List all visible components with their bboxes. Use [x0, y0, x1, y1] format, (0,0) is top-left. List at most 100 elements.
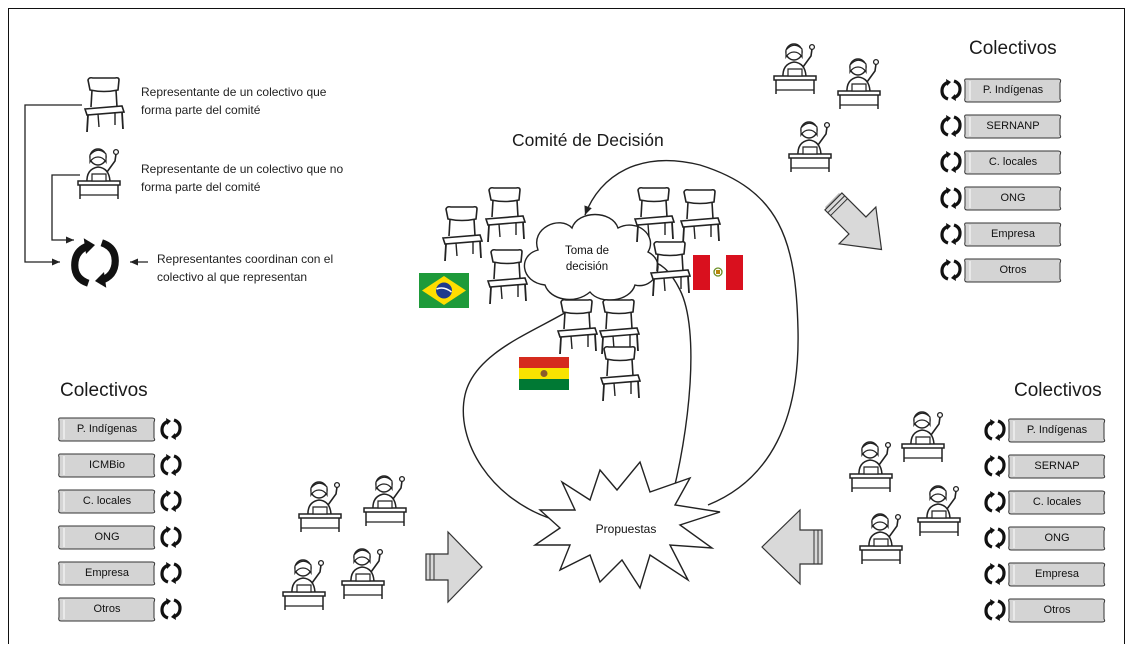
collective-tag: C. locales [964, 149, 1062, 175]
rotate-arrows-icon [160, 525, 182, 549]
peru-flag-icon [693, 255, 743, 290]
committee-chair-icon [483, 186, 527, 249]
flow-left-loop [462, 304, 579, 521]
person-raising-hand-icon [848, 438, 904, 499]
collective-tag-label: P. Indígenas [1026, 424, 1088, 436]
person-raising-hand-icon [362, 472, 418, 533]
decision-cloud [523, 213, 659, 301]
brazil-flag-icon [419, 273, 469, 308]
bottom-right-group-title: Colectivos [1014, 380, 1102, 401]
collective-tag: ONG [58, 524, 156, 550]
collective-tag-label: P. Indígenas [76, 423, 138, 435]
committee-chair-icon [485, 248, 529, 311]
rotate-arrows-icon [984, 418, 1006, 442]
collective-tag: P. Indígenas [964, 77, 1062, 103]
collective-tag: P. Indígenas [58, 416, 156, 442]
rotate-arrows-icon [940, 114, 962, 138]
legend-chair-connector [24, 104, 82, 266]
rotate-arrows-icon [984, 490, 1006, 514]
person-raising-hand-icon [900, 408, 956, 469]
collective-tag: Empresa [58, 560, 156, 586]
rotate-arrows-icon [940, 78, 962, 102]
rotate-arrows-icon [160, 453, 182, 477]
rotate-arrows-icon [160, 489, 182, 513]
top-right-group-title: Colectivos [969, 38, 1057, 59]
collective-tag: Empresa [964, 221, 1062, 247]
collective-tag-label: C. locales [988, 156, 1038, 168]
bolivia-flag-icon [519, 357, 569, 390]
collective-tag-label: ONG [1044, 532, 1070, 544]
legend-rotate-text: Representantes coordinan con el colectiv… [157, 252, 334, 284]
collective-tag-label: ONG [1000, 192, 1026, 204]
collective-tag: C. locales [58, 488, 156, 514]
collective-tag-label: Empresa [1034, 568, 1080, 580]
proposals-burst [532, 460, 721, 590]
legend-chair-text: Representante de un colectivo que forma … [141, 85, 327, 117]
collective-tag: Otros [964, 257, 1062, 283]
collective-tag: Empresa [1008, 561, 1106, 587]
collective-tag-label: ICMBio [88, 459, 126, 471]
person-raising-hand-icon [916, 482, 972, 543]
decision-cloud-label: Toma de decisión [564, 245, 610, 273]
committee-chair-icon [598, 345, 642, 408]
left-group-title: Colectivos [60, 380, 148, 401]
rotate-arrows-icon [160, 597, 182, 621]
rotate-arrows-icon [940, 258, 962, 282]
collective-tag: Otros [58, 596, 156, 622]
committee-chair-icon [678, 188, 722, 251]
collective-tag: P. Indígenas [1008, 417, 1106, 443]
collective-tag-label: Empresa [990, 228, 1036, 240]
arrow-down [824, 192, 883, 251]
diagram-frame [8, 8, 1125, 644]
rotate-arrows-icon [160, 561, 182, 585]
collective-tag-label: Empresa [84, 567, 130, 579]
collective-tag-label: SERNANP [986, 120, 1040, 132]
committee-chair-icon [440, 205, 484, 268]
collective-tag: C. locales [1008, 489, 1106, 515]
rotate-arrows-icon [984, 454, 1006, 478]
collective-tag-label: C. locales [1032, 496, 1082, 508]
person-raising-hand-icon [297, 478, 353, 539]
collective-tag-label: ONG [94, 531, 120, 543]
person-raising-hand-icon [340, 545, 396, 606]
collective-tag: SERNANP [964, 113, 1062, 139]
legend-chair-icon [82, 76, 126, 139]
committee-chair-icon [597, 298, 641, 361]
rotate-arrows-icon [984, 526, 1006, 550]
rotate-arrows-icon [984, 598, 1006, 622]
rotate-arrows-icon [940, 222, 962, 246]
collective-tag: SERNAP [1008, 453, 1106, 479]
collective-tag-label: P. Indígenas [982, 84, 1044, 96]
committee-chair-icon [648, 240, 692, 303]
person-raising-hand-icon [787, 118, 843, 179]
collective-tag: ONG [1008, 525, 1106, 551]
person-raising-hand-icon [836, 55, 892, 116]
collective-tag-label: SERNAP [1034, 460, 1080, 472]
flow-big-loop [584, 159, 799, 506]
collective-tag-label: Otros [999, 264, 1027, 276]
collective-tag: ONG [964, 185, 1062, 211]
person-raising-hand-icon [858, 510, 914, 571]
arrow-right [425, 530, 483, 604]
collective-tag: Otros [1008, 597, 1106, 623]
arrow-left [761, 508, 823, 586]
legend-person-text: Representante de un colectivo que no for… [141, 162, 344, 194]
person-raising-hand-icon [281, 556, 337, 617]
collective-tag: ICMBio [58, 452, 156, 478]
flow-inner-loop [646, 257, 692, 506]
rotate-arrows-icon [984, 562, 1006, 586]
legend-rotate-icon [70, 236, 119, 288]
collective-tag-label: Otros [93, 603, 121, 615]
rotate-arrows-icon [940, 150, 962, 174]
rotate-arrows-icon [940, 186, 962, 210]
proposals-label: Propuestas [595, 522, 657, 536]
committee-chair-icon [632, 186, 676, 249]
legend-person-connector [51, 174, 80, 244]
collective-tag-label: Otros [1043, 604, 1071, 616]
legend-person-icon [76, 145, 132, 206]
committee-chair-icon [555, 298, 599, 361]
committee-title: Comité de Decisión [512, 130, 664, 150]
person-raising-hand-icon [772, 40, 828, 101]
collective-tag-label: C. locales [82, 495, 132, 507]
